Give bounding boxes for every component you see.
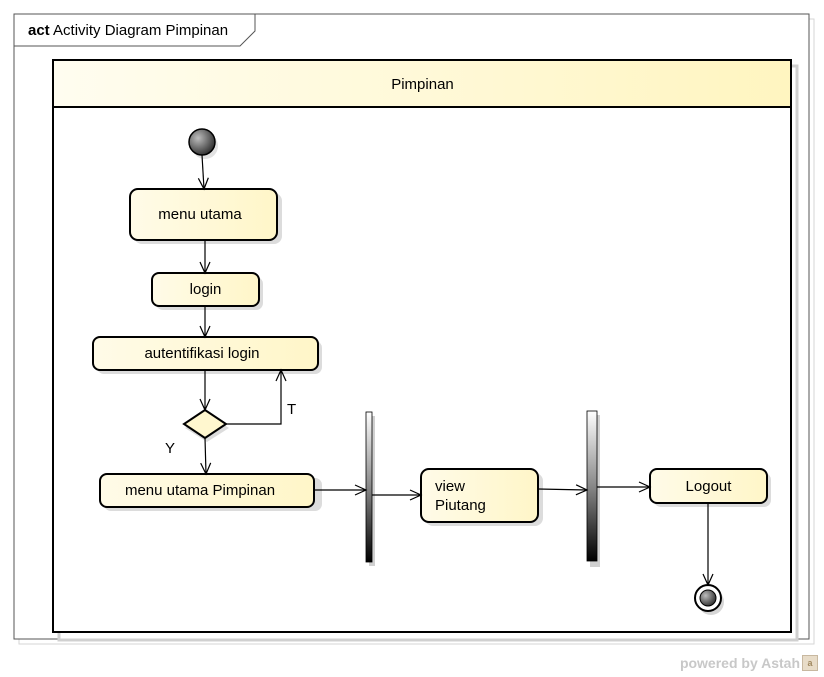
view-piutang-line1: view: [435, 477, 466, 495]
action-menu-utama-pimpinan-label: menu utama Pimpinan: [124, 482, 276, 499]
action-autentifikasi-label: autentifikasi login: [144, 345, 260, 362]
astah-logo-icon: a: [802, 655, 818, 671]
action-login-label: login: [189, 281, 222, 298]
fork-bar: [365, 411, 373, 563]
action-view-piutang-label: view Piutang: [421, 469, 538, 522]
join-bar: [586, 410, 598, 562]
frame-title-text: Activity Diagram Pimpinan: [53, 22, 229, 39]
guard-yes: Y: [165, 440, 176, 457]
action-logout-label: Logout: [685, 477, 732, 495]
watermark-text: powered by Astah: [679, 655, 800, 671]
astah-watermark: powered by Astah a: [680, 655, 818, 671]
action-menu-utama-label: menu utama: [158, 206, 242, 223]
initial-node: [188, 128, 216, 156]
flow-decision-no-loop: [226, 368, 287, 425]
flow-start-to-menu-utama: [197, 154, 209, 191]
swimlane-header-bg: [54, 61, 790, 107]
swimlane-name: Pimpinan: [391, 75, 454, 93]
view-piutang-line2: Piutang: [435, 496, 486, 514]
final-node-core: [699, 589, 717, 607]
frame-name-tab: [14, 14, 256, 47]
guard-no: T: [287, 401, 297, 418]
frame-title: act Activity Diagram Pimpinan: [28, 22, 228, 39]
flow-decision-yes: [200, 437, 212, 476]
frame-keyword: act: [28, 22, 50, 39]
flow-view-piutang-to-join: [537, 484, 589, 496]
